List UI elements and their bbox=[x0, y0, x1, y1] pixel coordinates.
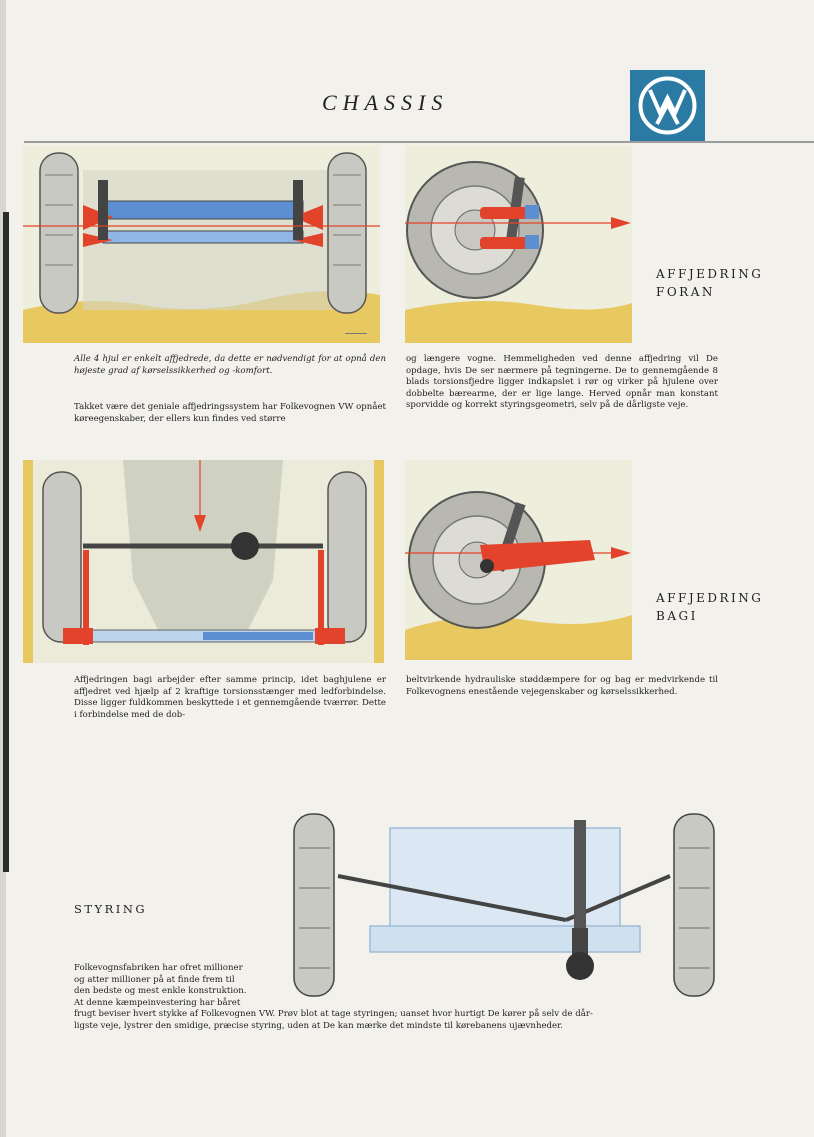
front-suspension-heading: AFFJEDRING FORAN bbox=[656, 265, 763, 301]
steering-line-1: Folkevognsfabriken har ofret millioner bbox=[74, 963, 243, 973]
front-body-text-col2: og længere vogne. Hemmeligheden ved denn… bbox=[406, 354, 718, 410]
steering-illustration bbox=[290, 808, 720, 998]
front-body-text-col1: Takket være det geniale affjedringssyste… bbox=[74, 402, 386, 424]
steering-heading: STYRING bbox=[74, 902, 148, 916]
artist-signature-icon bbox=[345, 325, 367, 334]
front-heading-line1: AFFJEDRING bbox=[656, 267, 764, 281]
steering-line-3: den bedste og mest enkle konstruktion. bbox=[74, 986, 247, 996]
rear-body-text-col1: Affjedringen bagi arbejder efter samme p… bbox=[74, 675, 386, 720]
rear-wheel-side-illustration bbox=[405, 460, 632, 660]
page-title: CHASSIS bbox=[322, 90, 449, 115]
steering-line-2: og atter millioner på at finde frem til bbox=[74, 974, 235, 985]
front-wheel-side-illustration bbox=[405, 145, 632, 343]
steering-body-text: Folkevognsfabriken har ofret millioner o… bbox=[74, 963, 734, 1032]
front-axle-top-illustration bbox=[23, 145, 380, 343]
rear-heading-line2: BAGI bbox=[656, 609, 698, 623]
steering-line-4: At denne kæmpeinvestering har båret bbox=[74, 997, 241, 1008]
rear-suspension-heading: AFFJEDRING BAGI bbox=[656, 589, 763, 625]
front-heading-line2: FORAN bbox=[656, 285, 715, 299]
steering-line-6: ligste veje, lystrer den smidige, præcis… bbox=[74, 1020, 564, 1031]
binding-strip bbox=[3, 212, 9, 872]
vw-logo-icon bbox=[630, 70, 705, 141]
steering-line-5: frugt beviser hvert stykke af Folkevogne… bbox=[74, 1009, 593, 1019]
rear-axle-top-illustration bbox=[23, 460, 384, 663]
front-intro-text: Alle 4 hjul er enkelt affjedrede, da det… bbox=[74, 354, 386, 376]
rear-heading-line1: AFFJEDRING bbox=[656, 591, 764, 605]
header-rule bbox=[24, 141, 814, 143]
rear-body-text-col2: beltvirkende hydrauliske støddæmpere for… bbox=[406, 675, 718, 697]
